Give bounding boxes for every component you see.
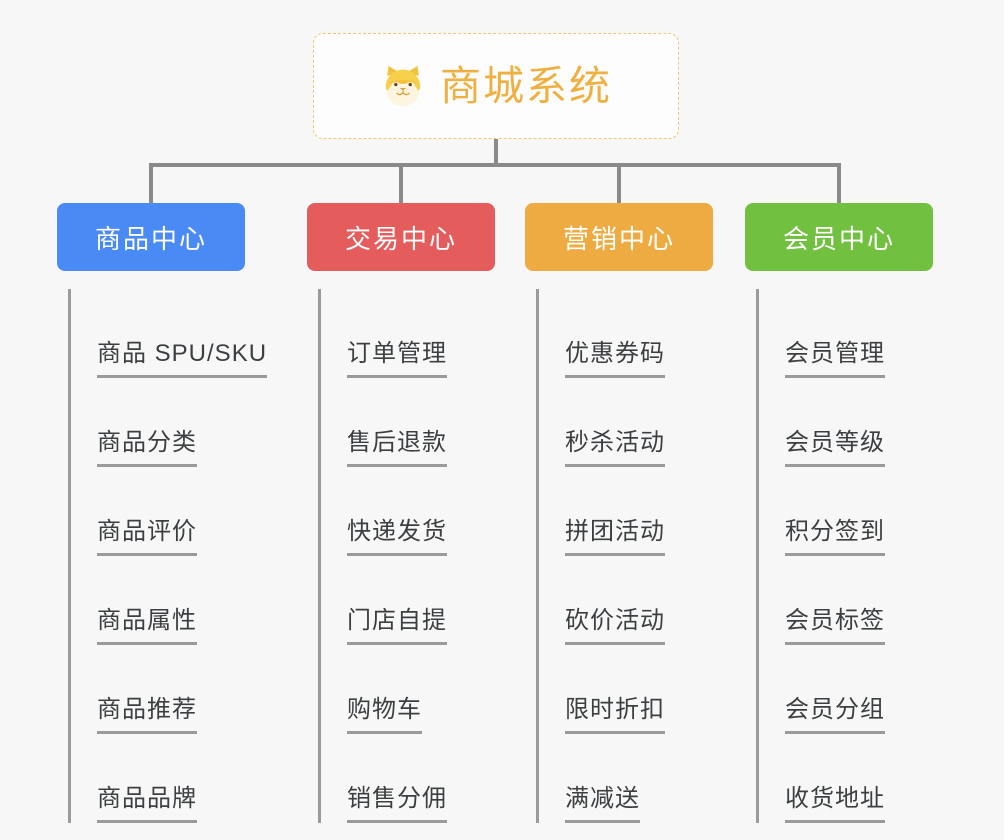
leaf-label: 购物车 <box>347 698 422 734</box>
leaf-label: 门店自提 <box>347 609 447 645</box>
list-item[interactable]: 满减送 <box>525 734 713 823</box>
list-item[interactable]: 会员分组 <box>745 645 933 734</box>
leaf-label: 收货地址 <box>785 787 885 823</box>
category-header-member[interactable]: 会员中心 <box>745 203 933 271</box>
leaf-label: 商品属性 <box>97 609 197 645</box>
leaf-label: 砍价活动 <box>565 609 665 645</box>
list-item[interactable]: 售后退款 <box>307 378 495 467</box>
list-item[interactable]: 会员管理 <box>745 289 933 378</box>
category-title: 营销中心 <box>562 223 675 254</box>
leaf-label: 积分签到 <box>785 520 885 556</box>
category-title: 会员中心 <box>782 223 895 254</box>
leaf-label: 会员等级 <box>785 431 885 467</box>
category-header-product[interactable]: 商品中心 <box>57 203 245 271</box>
column-spine <box>536 289 539 823</box>
leaf-label: 限时折扣 <box>565 698 665 734</box>
connector-drop-2 <box>399 163 403 205</box>
list-item[interactable]: 秒杀活动 <box>525 378 713 467</box>
list-item[interactable]: 限时折扣 <box>525 645 713 734</box>
column-spine <box>756 289 759 823</box>
list-item[interactable]: 订单管理 <box>307 289 495 378</box>
category-header-marketing[interactable]: 营销中心 <box>525 203 713 271</box>
list-item[interactable]: 会员等级 <box>745 378 933 467</box>
leaf-list-trade: 订单管理 售后退款 快递发货 门店自提 购物车 销售分佣 <box>307 289 495 823</box>
list-item[interactable]: 积分签到 <box>745 467 933 556</box>
leaf-label: 会员标签 <box>785 609 885 645</box>
leaf-label: 商品推荐 <box>97 698 197 734</box>
column-spine <box>318 289 321 823</box>
category-column-marketing: 营销中心 优惠券码 秒杀活动 拼团活动 砍价活动 限时折扣 满减送 <box>525 203 713 823</box>
category-title: 商品中心 <box>94 223 207 254</box>
list-item[interactable]: 商品推荐 <box>57 645 245 734</box>
list-item[interactable]: 销售分佣 <box>307 734 495 823</box>
connector-drop-1 <box>149 163 153 205</box>
leaf-label: 满减送 <box>565 787 640 823</box>
leaf-label: 优惠券码 <box>565 342 665 378</box>
category-column-product: 商品中心 商品 SPU/SKU 商品分类 商品评价 商品属性 商品推荐 商品品牌 <box>57 203 268 823</box>
leaf-label: 订单管理 <box>347 342 447 378</box>
leaf-label: 会员管理 <box>785 342 885 378</box>
connector-bus <box>150 163 840 167</box>
leaf-label: 销售分佣 <box>347 787 447 823</box>
leaf-label: 商品分类 <box>97 431 197 467</box>
category-header-trade[interactable]: 交易中心 <box>307 203 495 271</box>
leaf-label: 秒杀活动 <box>565 431 665 467</box>
list-item[interactable]: 门店自提 <box>307 556 495 645</box>
list-item[interactable]: 商品 SPU/SKU <box>57 289 268 378</box>
leaf-list-product: 商品 SPU/SKU 商品分类 商品评价 商品属性 商品推荐 商品品牌 <box>57 289 268 823</box>
list-item[interactable]: 商品分类 <box>57 378 245 467</box>
list-item[interactable]: 收货地址 <box>745 734 933 823</box>
root-title: 商城系统 <box>440 62 612 109</box>
list-item[interactable]: 商品评价 <box>57 467 245 556</box>
leaf-label: 售后退款 <box>347 431 447 467</box>
column-spine <box>68 289 71 823</box>
connector-trunk <box>494 139 498 165</box>
category-title: 交易中心 <box>344 223 457 254</box>
category-column-member: 会员中心 会员管理 会员等级 积分签到 会员标签 会员分组 收货地址 <box>745 203 933 823</box>
root-node[interactable]: 商城系统 <box>313 33 679 139</box>
leaf-label: 商品 SPU/SKU <box>97 342 268 378</box>
connector-drop-4 <box>837 163 841 205</box>
list-item[interactable]: 会员标签 <box>745 556 933 645</box>
shiba-dog-face-icon <box>380 63 426 109</box>
list-item[interactable]: 快递发货 <box>307 467 495 556</box>
list-item[interactable]: 拼团活动 <box>525 467 713 556</box>
leaf-label: 会员分组 <box>785 698 885 734</box>
leaf-list-member: 会员管理 会员等级 积分签到 会员标签 会员分组 收货地址 <box>745 289 933 823</box>
list-item[interactable]: 商品属性 <box>57 556 245 645</box>
leaf-label: 商品评价 <box>97 520 197 556</box>
leaf-label: 拼团活动 <box>565 520 665 556</box>
list-item[interactable]: 购物车 <box>307 645 495 734</box>
leaf-label: 快递发货 <box>347 520 447 556</box>
list-item[interactable]: 砍价活动 <box>525 556 713 645</box>
list-item[interactable]: 商品品牌 <box>57 734 245 823</box>
connector-drop-3 <box>617 163 621 205</box>
leaf-list-marketing: 优惠券码 秒杀活动 拼团活动 砍价活动 限时折扣 满减送 <box>525 289 713 823</box>
leaf-label: 商品品牌 <box>97 787 197 823</box>
list-item[interactable]: 优惠券码 <box>525 289 713 378</box>
category-column-trade: 交易中心 订单管理 售后退款 快递发货 门店自提 购物车 销售分佣 <box>307 203 495 823</box>
